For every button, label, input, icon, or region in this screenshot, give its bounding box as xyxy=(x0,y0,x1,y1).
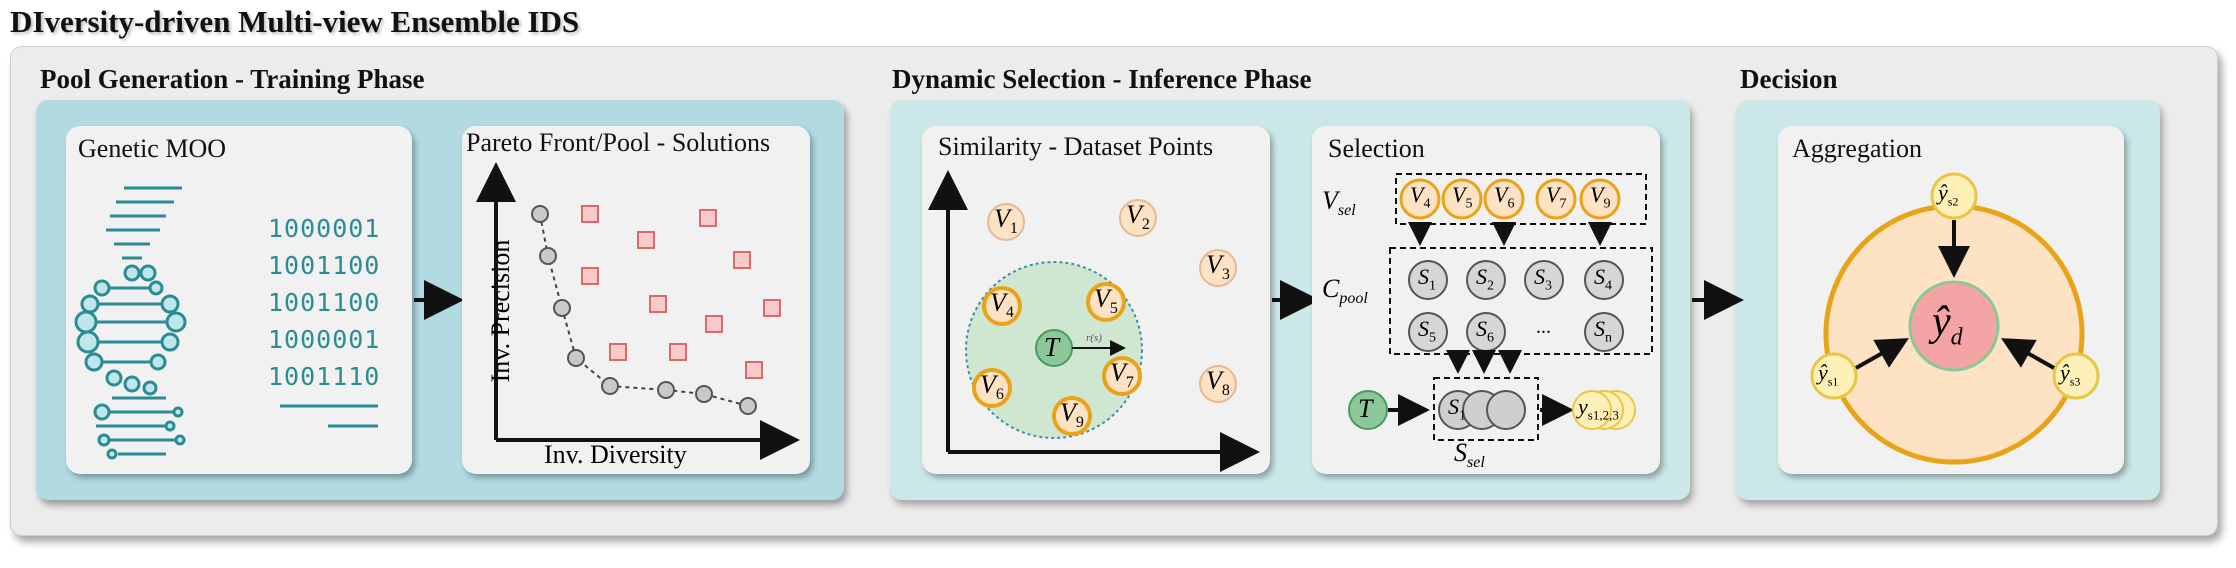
ssel-s1: S1 xyxy=(1448,394,1466,424)
genetic-moo-title: Genetic MOO xyxy=(78,134,227,163)
selection-test-t: T xyxy=(1358,394,1373,423)
point-v3: V3 xyxy=(1206,250,1230,284)
chromosome-4: 1000001 xyxy=(268,325,381,354)
chromosome-3: 1001100 xyxy=(268,288,381,317)
vsel-v4: V4 xyxy=(1410,182,1431,212)
dynamic-phase-title: Dynamic Selection - Inference Phase xyxy=(892,64,1312,94)
pareto-y-axis-label: Inv. Precision xyxy=(486,239,515,383)
point-v8: V8 xyxy=(1206,366,1230,400)
point-v6: V6 xyxy=(980,370,1004,404)
diagram-title: DIversity-driven Multi-view Ensemble IDS xyxy=(10,4,580,39)
pool-s4: S4 xyxy=(1594,264,1612,294)
radius-label: r(s) xyxy=(1086,332,1102,344)
selection-diagram xyxy=(1348,173,1653,441)
input-ys2: ŷs2 xyxy=(1938,180,1959,209)
pareto-title: Pareto Front/Pool - Solutions xyxy=(466,128,771,157)
aggregated-prediction: ŷd xyxy=(1932,299,1963,351)
aggregation-card: Aggregation ŷd ŷs2 ŷs1 ŷs3 xyxy=(1778,126,2124,474)
vsel-v9: V9 xyxy=(1590,182,1611,212)
pool-s1: S1 xyxy=(1418,264,1436,294)
vsel-label: Vsel xyxy=(1322,186,1356,220)
dna-helix-icon xyxy=(74,186,378,460)
pareto-x-axis-label: Inv. Diversity xyxy=(544,440,687,469)
pool-s3: S3 xyxy=(1534,264,1552,294)
point-v7: V7 xyxy=(1110,358,1134,392)
pareto-card: Pareto Front/Pool - Solutions Inv. Preci… xyxy=(462,126,810,474)
decision-phase-title: Decision xyxy=(1740,64,1838,94)
point-v1: V1 xyxy=(994,204,1018,238)
similarity-title: Similarity - Dataset Points xyxy=(938,132,1214,161)
cpool-label: Cpool xyxy=(1322,274,1368,308)
test-point-t: T xyxy=(1044,332,1060,362)
chromosome-1: 1000001 xyxy=(268,214,381,243)
ssel-label: Ssel xyxy=(1454,438,1485,472)
point-v4: V4 xyxy=(990,288,1014,322)
similarity-card: Similarity - Dataset Points V1 V2 V3 V4 … xyxy=(922,126,1270,474)
genetic-moo-card: Genetic MOO 1000001 100110 xyxy=(66,126,412,474)
pareto-plot xyxy=(476,162,800,460)
chromosome-5: 1001110 xyxy=(268,362,381,391)
selected-outputs: ys1,2,3 xyxy=(1578,394,1619,423)
input-ys1: ŷs1 xyxy=(1818,360,1839,389)
pool-s6: S6 xyxy=(1476,316,1494,346)
vsel-v6: V6 xyxy=(1494,182,1515,212)
chromosome-2: 1001100 xyxy=(268,251,381,280)
aggregation-diagram xyxy=(1810,172,2100,465)
point-v2: V2 xyxy=(1126,200,1150,234)
similarity-plot xyxy=(928,170,1260,472)
pool-phase-title: Pool Generation - Training Phase xyxy=(40,64,425,94)
vsel-v7: V7 xyxy=(1546,182,1567,212)
aggregation-title: Aggregation xyxy=(1792,134,1922,163)
selection-card: Selection Vsel V xyxy=(1312,126,1660,474)
pool-s2: S2 xyxy=(1476,264,1494,294)
input-ys3: ŷs3 xyxy=(2060,360,2081,389)
point-v5: V5 xyxy=(1094,284,1118,318)
selection-title: Selection xyxy=(1328,134,1425,163)
pool-ellipsis: ... xyxy=(1536,316,1551,338)
pool-s5: S5 xyxy=(1418,316,1436,346)
point-v9: V9 xyxy=(1060,398,1084,432)
vsel-v5: V5 xyxy=(1452,182,1473,212)
pool-sn: Sn xyxy=(1594,316,1612,346)
